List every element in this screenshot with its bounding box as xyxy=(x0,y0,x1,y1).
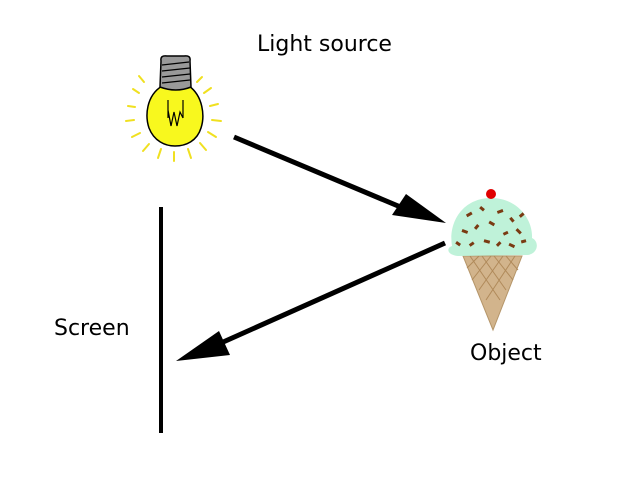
object-label: Object xyxy=(470,341,542,366)
light-source-label: Light source xyxy=(257,32,392,57)
light-bulb-icon xyxy=(125,55,222,162)
incident-light-arrow xyxy=(233,134,446,223)
ice-cream-icon xyxy=(448,189,537,332)
reflected-light-arrow xyxy=(176,240,447,361)
screen-label: Screen xyxy=(54,316,130,341)
